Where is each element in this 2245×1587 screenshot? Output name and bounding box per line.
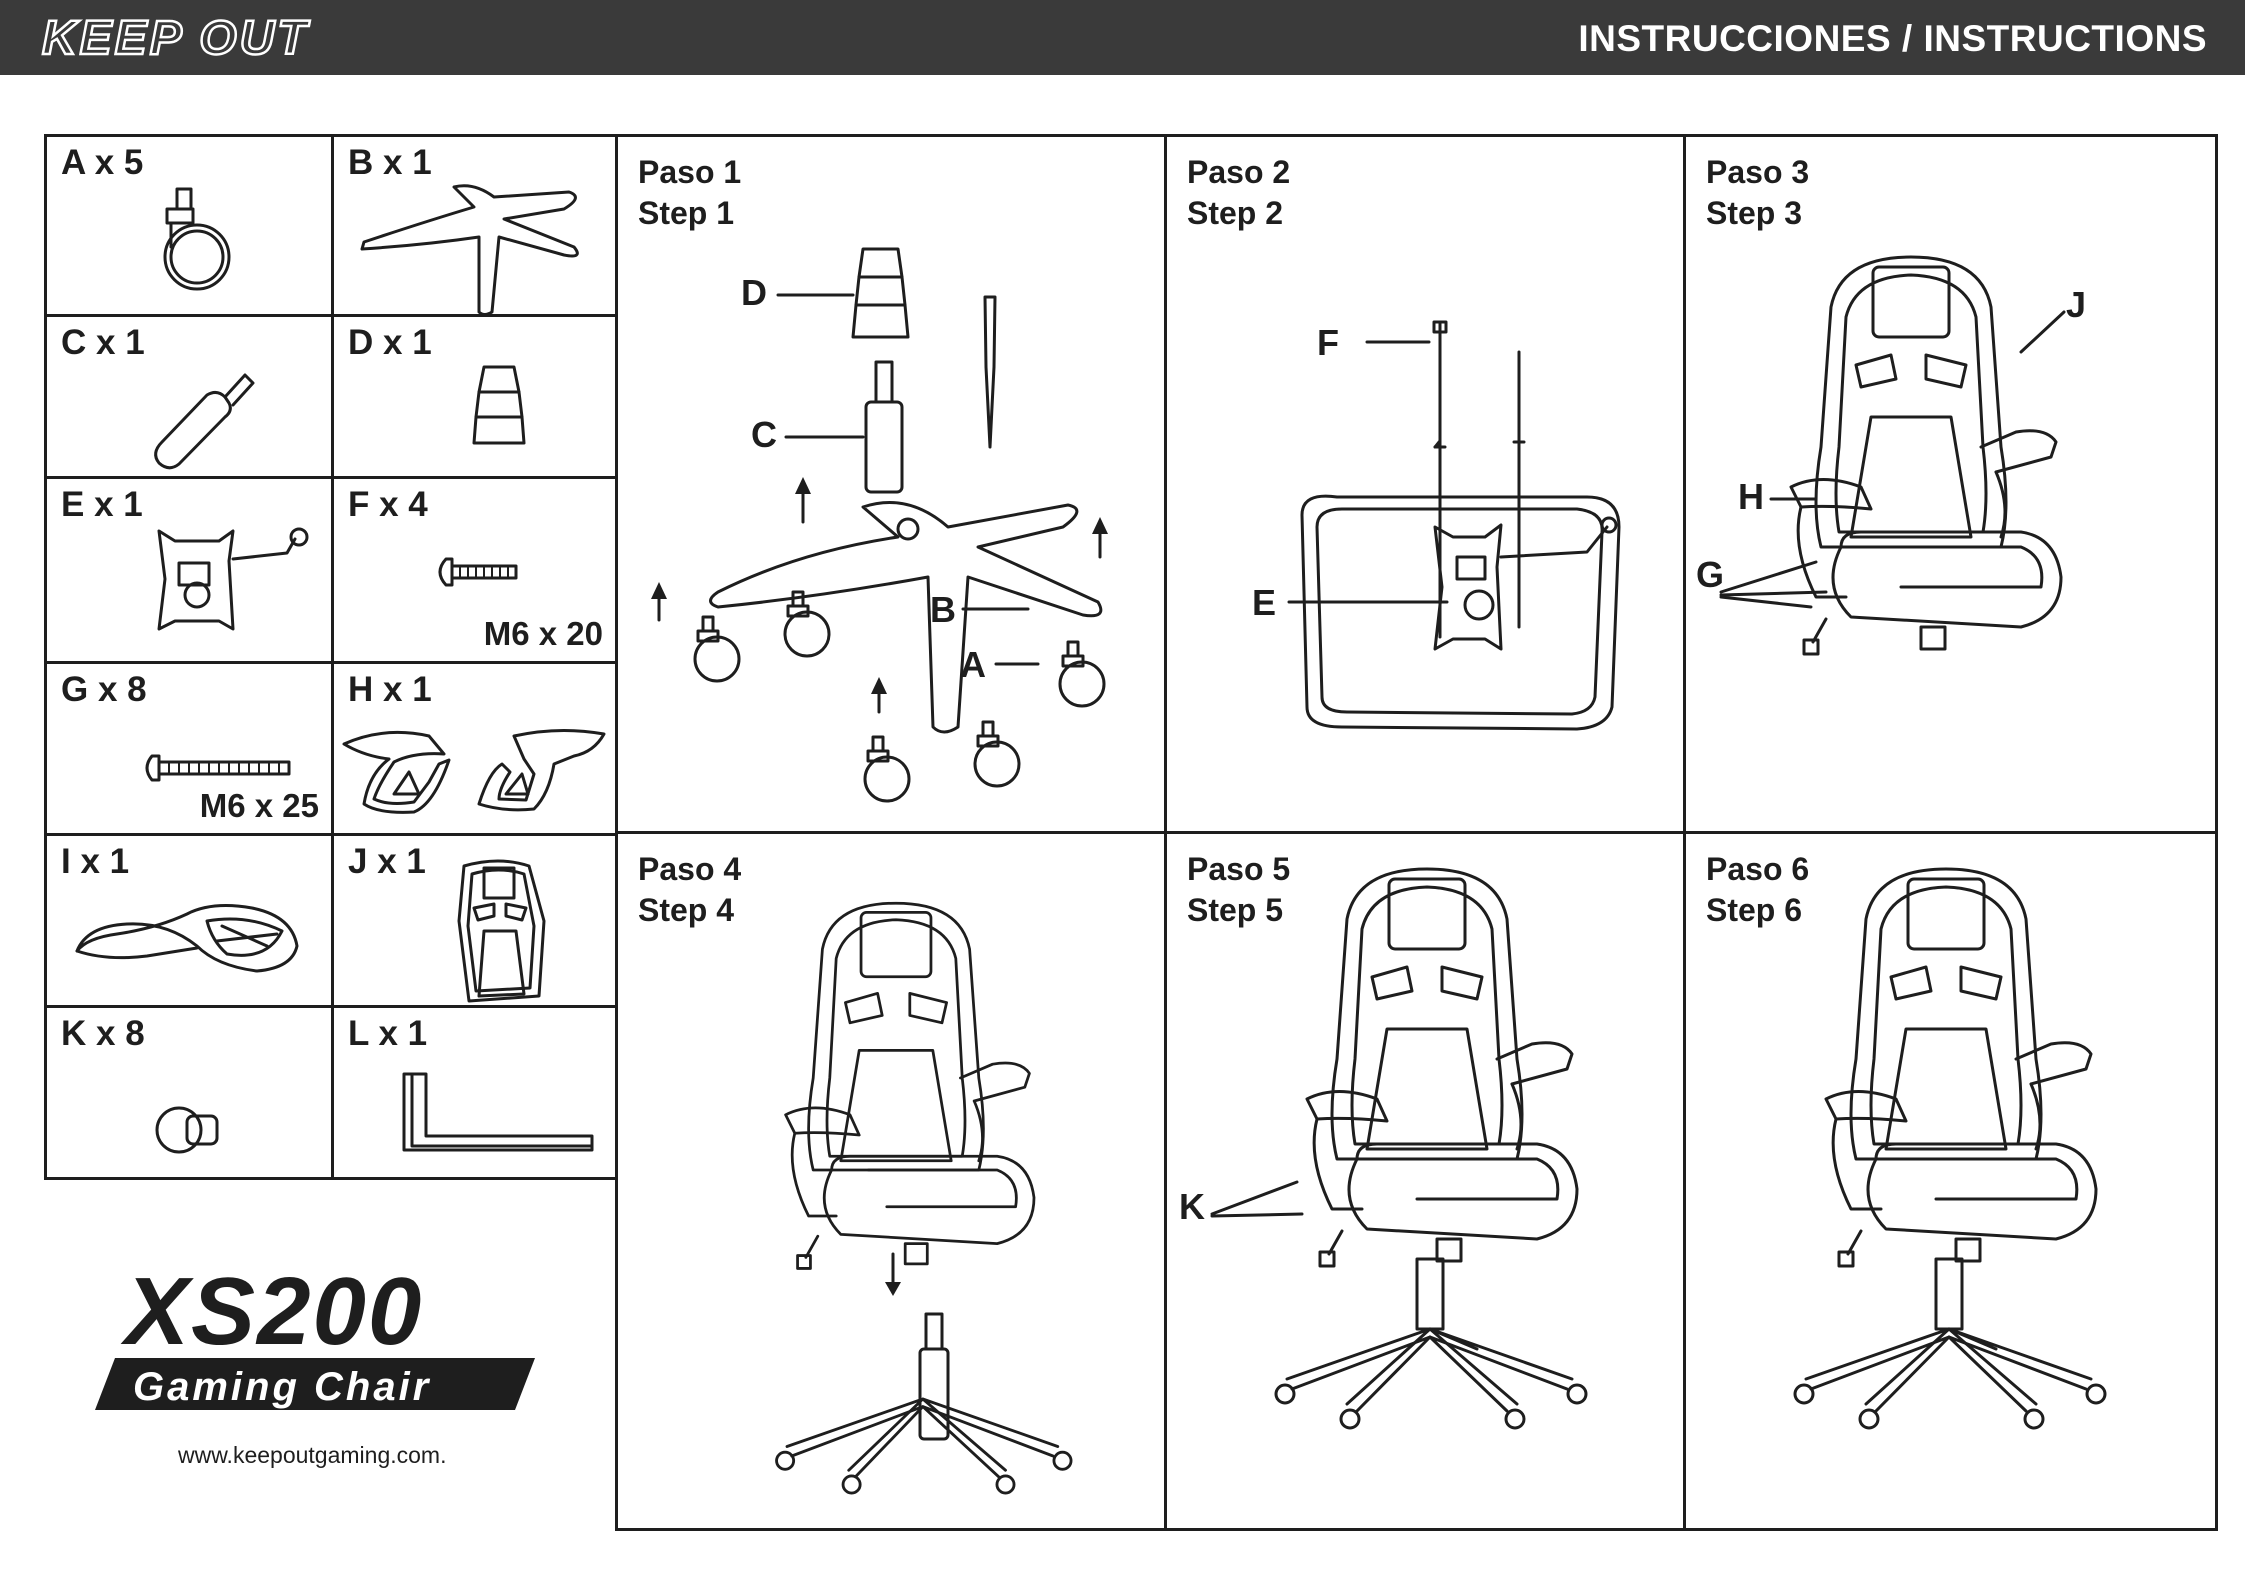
allen-key-icon <box>334 1008 621 1183</box>
callout-j: J <box>2066 284 2086 325</box>
callout-b: B <box>930 589 956 630</box>
step-1-illustration: D C B A <box>618 137 1170 837</box>
part-cell-f: F x 4 M6 x 20 <box>331 476 618 664</box>
brand-logo: KEEP OUT <box>40 12 440 62</box>
callout-h: H <box>1738 476 1764 517</box>
website-url: www.keepoutgaming.com. <box>178 1442 446 1469</box>
model-name: XS200 <box>120 1262 423 1365</box>
model-subtitle: Gaming Chair <box>133 1365 431 1409</box>
star-base-icon <box>334 137 621 320</box>
caster-wheel-icon <box>47 137 337 320</box>
callout-k: K <box>1179 1186 1205 1227</box>
part-cell-j: J x 1 <box>331 833 618 1008</box>
step-panel-5: Paso 5 Step 5 K <box>1164 831 1686 1531</box>
part-cell-a: A x 5 <box>44 134 334 317</box>
part-cell-i: I x 1 <box>44 833 334 1008</box>
gas-cylinder-icon <box>47 317 337 482</box>
part-cell-b: B x 1 <box>331 134 618 317</box>
step-5-illustration: K <box>1167 834 1689 1534</box>
step-3-illustration: J H G <box>1686 137 2221 837</box>
step-panel-4: Paso 4 Step 4 <box>615 831 1167 1531</box>
backrest-icon <box>334 836 621 1011</box>
step-panel-1: Paso 1 Step 1 D C B A <box>615 134 1167 834</box>
part-cell-d: D x 1 <box>331 314 618 479</box>
callout-d: D <box>741 272 767 313</box>
header-bar: KEEP OUT INSTRUCCIONES / INSTRUCTIONS <box>0 0 2245 75</box>
callout-f: F <box>1317 322 1339 363</box>
part-cell-h: H x 1 <box>331 661 618 836</box>
brand-name: KEEP OUT <box>42 12 310 62</box>
cylinder-cover-icon <box>334 317 621 482</box>
part-cell-k: K x 8 <box>44 1005 334 1180</box>
tilt-mechanism-icon <box>47 479 337 667</box>
cap-icon <box>47 1008 337 1183</box>
step-panel-2: Paso 2 Step 2 F E <box>1164 134 1686 834</box>
part-cell-l: L x 1 <box>331 1005 618 1180</box>
page-title: INSTRUCCIONES / INSTRUCTIONS <box>1578 18 2207 60</box>
model-logo: XS200 Gaming Chair <box>95 1262 555 1412</box>
step-6-illustration <box>1686 834 2221 1534</box>
callout-g: G <box>1696 554 1724 595</box>
seat-icon <box>47 836 337 1011</box>
step-4-illustration <box>618 834 1170 1534</box>
part-cell-g: G x 8 M6 x 25 <box>44 661 334 836</box>
part-spec: M6 x 25 <box>200 787 319 825</box>
armrests-icon <box>334 664 621 839</box>
part-cell-e: E x 1 <box>44 476 334 664</box>
callout-c: C <box>751 414 777 455</box>
callout-e: E <box>1252 582 1276 623</box>
step-2-illustration: F E <box>1167 137 1689 837</box>
part-spec: M6 x 20 <box>484 615 603 653</box>
step-panel-6: Paso 6 Step 6 <box>1683 831 2218 1531</box>
part-cell-c: C x 1 <box>44 314 334 479</box>
callout-a: A <box>960 644 986 685</box>
step-panel-3: Paso 3 Step 3 J H G <box>1683 134 2218 834</box>
